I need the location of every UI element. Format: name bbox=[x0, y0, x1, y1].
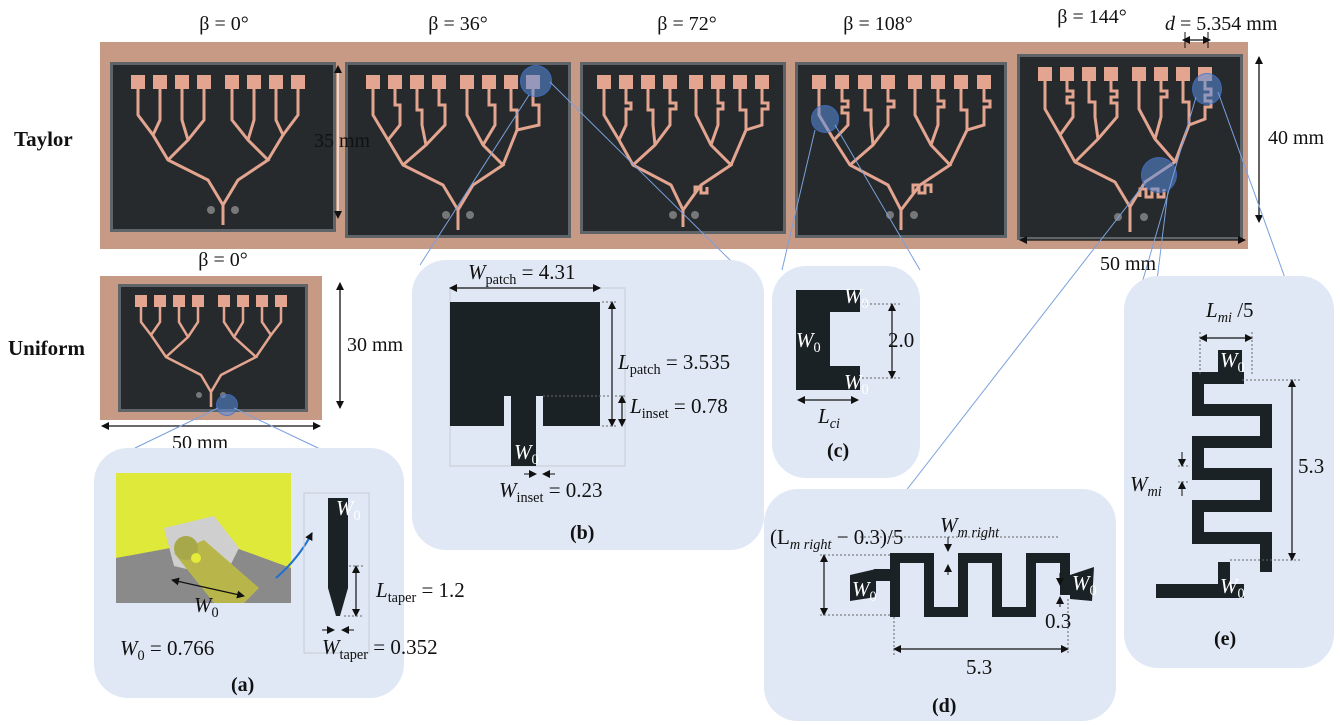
panel-b-caption: (b) bbox=[570, 522, 595, 544]
beta-label-72: β = 72° bbox=[657, 13, 717, 35]
patch-diagram bbox=[449, 284, 627, 478]
w0-3d-label: W0 bbox=[194, 593, 219, 622]
l-inset-label: Linset = 0.78 bbox=[630, 394, 728, 423]
feed-network-icon bbox=[131, 75, 305, 225]
beta-label-uniform: β = 0° bbox=[198, 249, 248, 271]
w-mi-label: Wmi bbox=[1130, 472, 1162, 501]
highlight-meander-d bbox=[1141, 157, 1177, 193]
w0-e-top: W0 bbox=[1220, 348, 1245, 377]
row-label-uniform: Uniform bbox=[8, 336, 85, 360]
d-53-label: 5.3 bbox=[966, 655, 993, 679]
panel-d-meander: (Lm right − 0.3)/5 Wm right W0 W0 0.3 5.… bbox=[764, 489, 1116, 721]
panel-d-caption: (d) bbox=[932, 695, 957, 717]
row-label-taylor: Taylor bbox=[14, 127, 73, 151]
feed-network-icon bbox=[366, 75, 541, 230]
highlight-meander-e bbox=[1192, 73, 1222, 105]
w0-c-bottom: W0 bbox=[844, 370, 869, 399]
l-mi-label: Lmi /5 bbox=[1206, 298, 1254, 327]
highlight-taper-a bbox=[216, 394, 238, 416]
dim-40mm: 40 mm bbox=[1268, 127, 1325, 149]
w-m-right-label: Wm right bbox=[940, 513, 1000, 542]
panel-a-taper: W0 W0 Ltaper = 1.2 Wtaper = 0.352 W0 = 0… bbox=[94, 448, 465, 698]
dim-30mm: 30 mm bbox=[347, 334, 404, 356]
panel-c-inset: W0 W0 W0 2.0 Lci (c) bbox=[772, 266, 920, 478]
meander-e-diagram bbox=[1156, 332, 1300, 598]
antenna-board-beta-72 bbox=[580, 62, 786, 234]
beta-label-0: β = 0° bbox=[199, 13, 249, 35]
w0-e-bottom: W0 bbox=[1220, 574, 1245, 603]
c-value-label: 2.0 bbox=[888, 328, 915, 352]
highlight-patch bbox=[520, 65, 552, 97]
w0-value-label: W0 = 0.766 bbox=[120, 636, 215, 665]
w0-d-right: W0 bbox=[1072, 571, 1097, 600]
antenna-board-beta-108 bbox=[795, 62, 1007, 238]
l-patch-label: Lpatch = 3.535 bbox=[618, 350, 731, 379]
patch-shape bbox=[450, 302, 600, 466]
c-trace-shape bbox=[796, 290, 860, 390]
meander-d-diagram bbox=[820, 536, 1094, 655]
taper-diagram bbox=[116, 473, 370, 654]
l-taper-label: Ltaper = 1.2 bbox=[376, 578, 465, 607]
meander-trace-shape bbox=[850, 553, 1094, 617]
panel-e-meander: Lmi /5 W0 W0 Wmi 5.3 (e) bbox=[1124, 276, 1334, 668]
meander-e-trace-shape bbox=[1156, 350, 1272, 598]
w-taper-label: Wtaper = 0.352 bbox=[322, 635, 438, 664]
d-dimension-label: d = 5.354 mm bbox=[1165, 13, 1278, 35]
panel-c-caption: (c) bbox=[827, 440, 850, 462]
feed-network-icon bbox=[135, 295, 287, 407]
beta-label-108: β = 108° bbox=[843, 13, 913, 35]
w0-patch-label: W0 bbox=[514, 440, 539, 469]
w0-d-left: W0 bbox=[852, 577, 877, 606]
dim-50mm-top: 50 mm bbox=[1100, 253, 1157, 275]
panel-e-caption: (e) bbox=[1214, 628, 1237, 650]
d-03-label: 0.3 bbox=[1045, 609, 1072, 633]
antenna-board-uniform bbox=[118, 284, 308, 412]
c-shape-diagram bbox=[796, 290, 902, 404]
w0-c-left: W0 bbox=[796, 328, 821, 357]
w-inset-label: Winset = 0.23 bbox=[499, 478, 603, 507]
panel-b-patch: Wpatch = 4.31 Lpatch = 3.535 Linset = 0.… bbox=[412, 260, 764, 550]
w0-c-top: W0 bbox=[844, 284, 869, 313]
dim-35mm: 35 mm bbox=[314, 130, 371, 152]
highlight-inset-c bbox=[811, 105, 839, 133]
l-m-right-expr: (Lm right − 0.3)/5 bbox=[770, 525, 904, 554]
taper-trace-shape bbox=[328, 498, 348, 616]
feed-network-icon bbox=[597, 75, 770, 227]
w0-tag-label: W0 bbox=[336, 496, 361, 525]
arrow-icon bbox=[275, 532, 313, 579]
uniform-antenna-photo bbox=[100, 276, 322, 420]
beta-label-144: β = 144° bbox=[1057, 6, 1127, 28]
beta-label-36: β = 36° bbox=[428, 13, 488, 35]
w-patch-label: Wpatch = 4.31 bbox=[468, 260, 576, 289]
taylor-antenna-photo-strip bbox=[100, 42, 1248, 249]
l-ci-label: Lci bbox=[818, 404, 840, 433]
panel-a-caption: (a) bbox=[231, 674, 255, 696]
e-53-label: 5.3 bbox=[1298, 454, 1325, 478]
